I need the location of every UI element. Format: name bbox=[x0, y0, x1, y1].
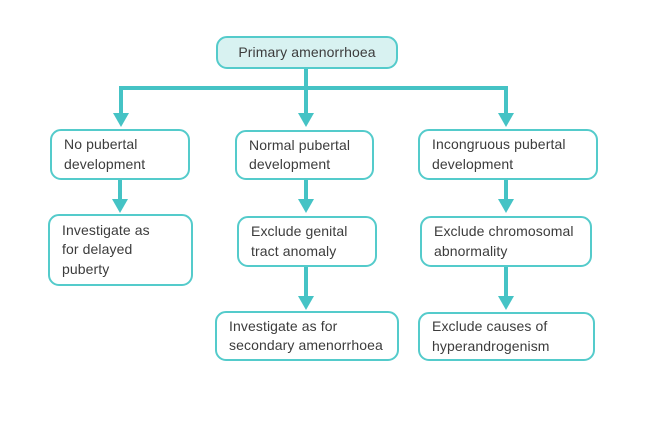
arrowheads bbox=[112, 113, 514, 310]
node-exclude-genital-tract-anomaly: Exclude genital tract anomaly bbox=[237, 216, 377, 267]
node-label: Normal pubertal development bbox=[249, 136, 351, 172]
node-normal-pubertal-development: Normal pubertal development bbox=[235, 130, 374, 180]
node-investigate-delayed-puberty: Investigate as for delayed puberty bbox=[48, 214, 193, 286]
node-incongruous-pubertal-development: Incongruous pubertal development bbox=[418, 129, 598, 180]
node-label: Primary amenorrhoea bbox=[238, 43, 376, 60]
node-investigate-secondary-amenorrhoea: Investigate as for secondary amenorrhoea bbox=[215, 311, 399, 361]
node-label: Investigate as for secondary amenorrhoea bbox=[229, 317, 383, 353]
node-label: Investigate as for delayed puberty bbox=[62, 222, 150, 277]
node-label: No pubertal development bbox=[64, 136, 146, 172]
node-label: Exclude chromosomal abnormality bbox=[434, 223, 574, 259]
node-no-pubertal-development: No pubertal development bbox=[50, 129, 190, 180]
node-exclude-hyperandrogenism: Exclude causes of hyperandrogenism bbox=[418, 312, 595, 361]
node-label: Exclude causes of hyperandrogenism bbox=[432, 318, 550, 354]
node-label: Exclude genital tract anomaly bbox=[251, 223, 348, 259]
node-primary-amenorrhoea: Primary amenorrhoea bbox=[216, 36, 398, 69]
node-exclude-chromosomal-abnormality: Exclude chromosomal abnormality bbox=[420, 216, 592, 267]
node-label: Incongruous pubertal development bbox=[432, 136, 566, 172]
